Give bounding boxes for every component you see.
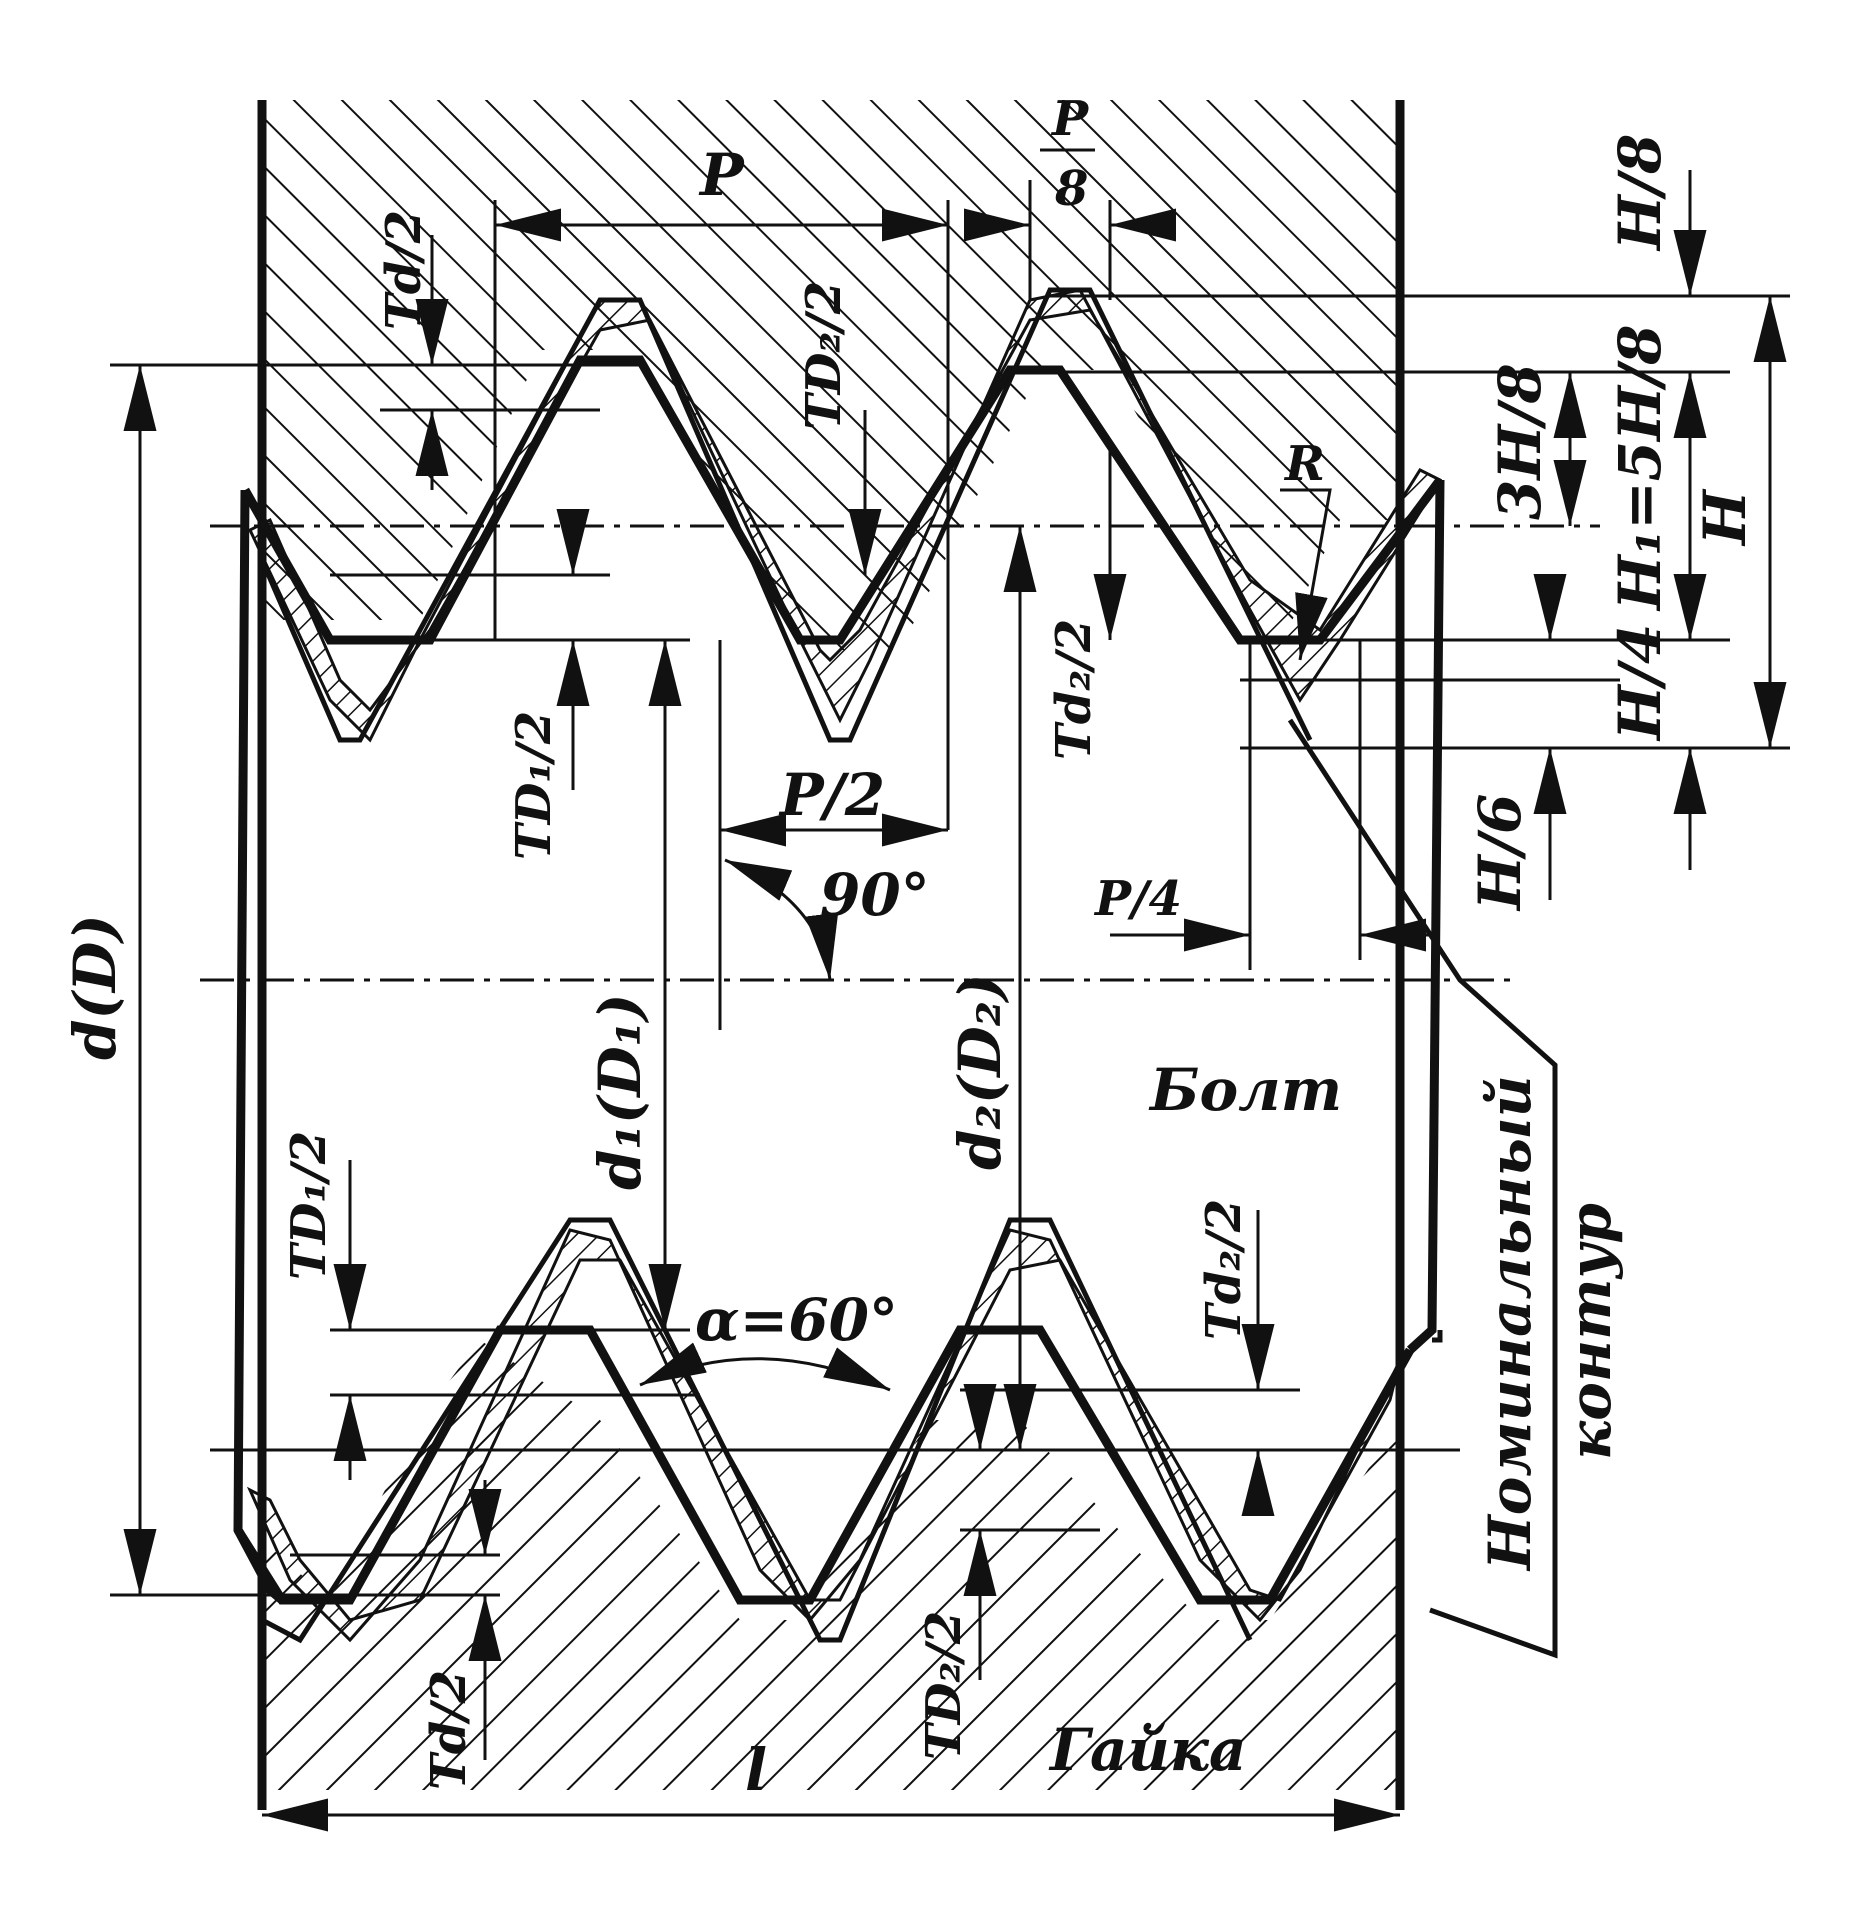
- label-p8-num: P: [1050, 91, 1090, 147]
- nominal-contour-line: [1287, 718, 1558, 1659]
- label-tol-td-half-bot: Td/2: [421, 1670, 477, 1790]
- label-tol-td2-half-bot: Td₂/2: [1196, 1199, 1252, 1340]
- dimension-arrows: [123, 170, 1787, 1832]
- label-p8-den: 8: [1054, 161, 1088, 217]
- label-tol-td-half-top: Td/2: [376, 210, 432, 330]
- label-half-pitch: P/2: [778, 761, 885, 829]
- label-radius: R: [1283, 436, 1325, 492]
- label-h-over-6: H/6: [1466, 794, 1534, 912]
- thread-profile-bottom: [234, 1217, 1414, 1644]
- label-tol-td2-half-top: Td₂/2: [1046, 619, 1102, 760]
- label-minor-diameter: d₁(D₁): [586, 993, 654, 1190]
- label-bolt: Болт: [1148, 1056, 1342, 1124]
- label-length: l: [745, 1736, 767, 1804]
- labels: P P 8 P/2 P/4 90° α=60° R Болт Гайка l H…: [61, 91, 1759, 1804]
- label-quarter-pitch: P/4: [1093, 871, 1182, 927]
- label-nominal-contour-1: Номинальный: [1476, 1075, 1544, 1572]
- label-tol-tD1-half-top: TD₁/2: [506, 711, 562, 860]
- label-tol-tD2-half-bot: TD₂/2: [916, 1611, 972, 1760]
- label-h-over-4: H/4: [1606, 624, 1674, 742]
- label-angle-90: 90°: [820, 861, 930, 929]
- nut-bottom-hatch: [262, 1340, 1400, 1790]
- label-tol-tD2-half-top: TD₂/2: [796, 281, 852, 430]
- label-pitch: P: [698, 141, 745, 209]
- label-major-diameter: d(D): [61, 914, 129, 1060]
- label-tol-tD1-half-bot: TD₁/2: [281, 1131, 337, 1280]
- label-pitch-diameter: d₂(D₂): [946, 973, 1014, 1170]
- label-h-over-8: H/8: [1606, 134, 1674, 252]
- label-h: H: [1691, 488, 1759, 547]
- label-nut: Гайка: [1048, 1716, 1247, 1784]
- label-nominal-contour-2: контур: [1556, 1203, 1624, 1460]
- label-profile-angle: α=60°: [695, 1286, 898, 1354]
- label-three-h-over-8: 3H/8: [1486, 363, 1554, 520]
- label-h1-eq: H₁=5H/8: [1606, 325, 1674, 613]
- bolt-step: [1432, 1330, 1443, 1343]
